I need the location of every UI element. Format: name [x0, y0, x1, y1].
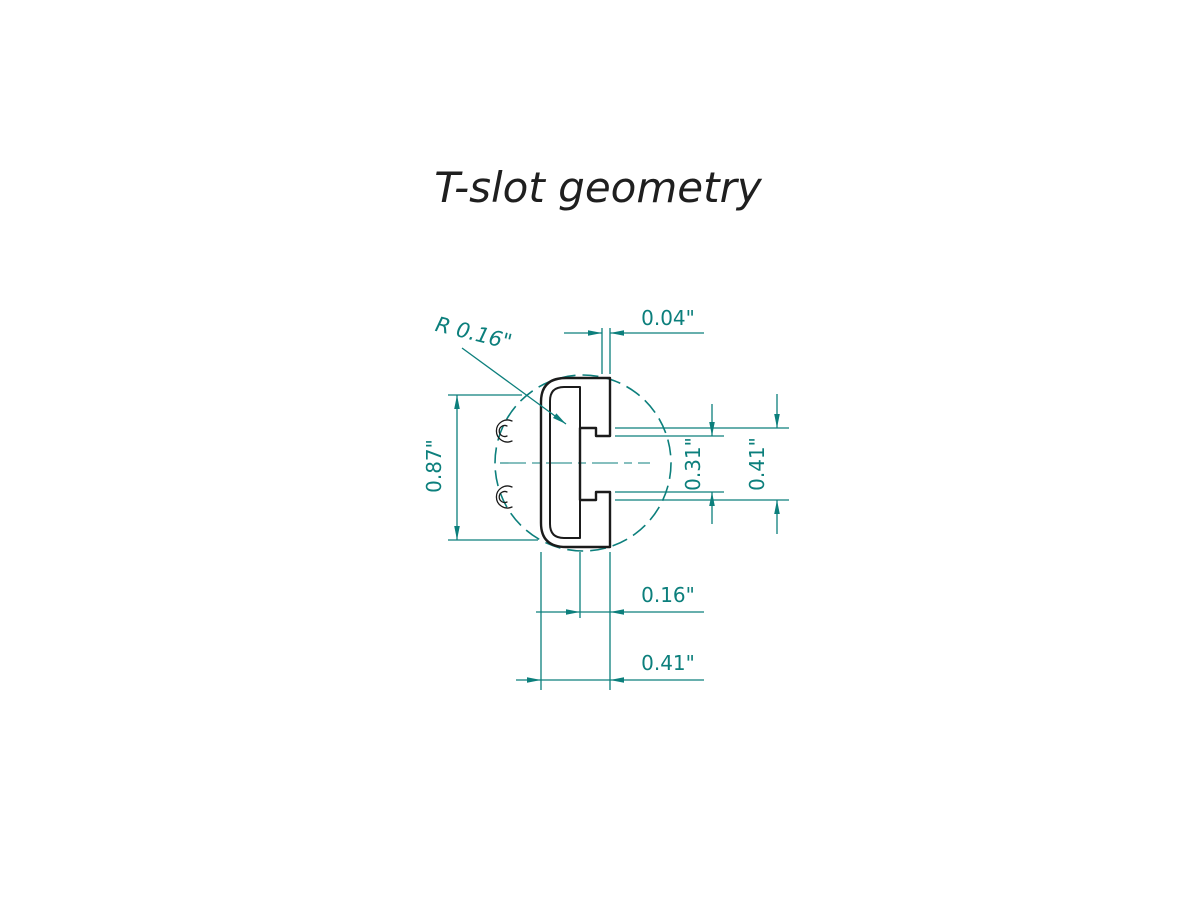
arrow-width-left	[527, 677, 541, 683]
screw-boss-arc-top	[495, 419, 513, 443]
arrow-radius-leader	[553, 413, 566, 424]
dim-text-profile-height: 0.87"	[422, 439, 446, 493]
dim-text-radius-callout: R 0.16"	[433, 312, 514, 354]
arrow-height-top	[454, 395, 460, 409]
dim-text-slot-inner-height: 0.41"	[745, 437, 769, 491]
profile-inner-wall	[549, 386, 581, 539]
arrow-lip-right	[610, 330, 624, 336]
radius-leader-line	[461, 347, 567, 425]
dim-text-slot-depth: 0.16"	[641, 583, 695, 607]
screw-boss-arc-bottom-inner	[498, 490, 508, 504]
screw-boss-arc-bottom	[495, 485, 513, 509]
arrow-cavity-top	[774, 414, 780, 428]
screw-boss-arc-top-inner	[498, 424, 508, 438]
page-title: T-slot geometry	[434, 163, 763, 212]
arrow-height-bottom	[454, 526, 460, 540]
dim-text-lip-thickness: 0.04"	[641, 306, 695, 330]
arrow-slot-depth-right	[610, 609, 624, 615]
arrow-slot-depth-left	[566, 609, 580, 615]
extrusion-boundary-circle	[494, 374, 672, 552]
arrow-lip-left	[588, 330, 602, 336]
dim-text-slot-opening: 0.31"	[681, 437, 705, 491]
arrow-opening-bottom	[709, 492, 715, 506]
arrow-width-right	[610, 677, 624, 683]
dim-text-profile-width: 0.41"	[641, 651, 695, 675]
arrow-opening-top	[709, 422, 715, 436]
tslot-profile-outline	[539, 376, 612, 549]
arrow-cavity-bottom	[774, 500, 780, 514]
